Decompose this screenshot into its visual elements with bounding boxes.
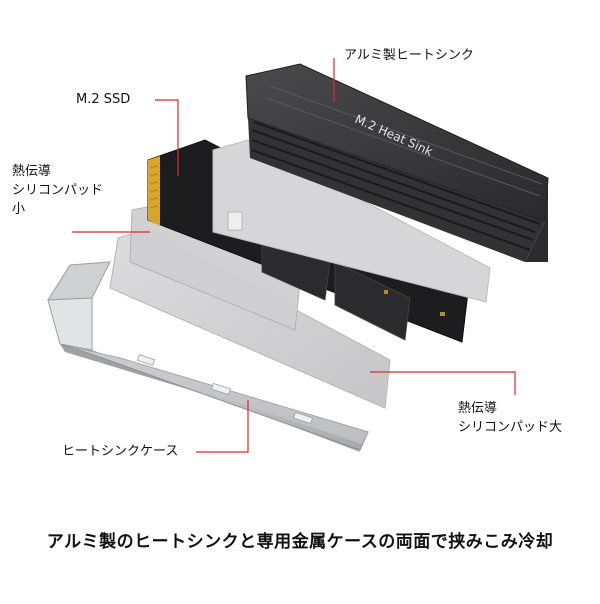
label-pad-small-line1: 熱伝導: [12, 164, 52, 179]
label-pad-large: 熱伝導 シリコンパッド大: [458, 399, 562, 437]
leader-lines: [72, 58, 516, 453]
heatsink-case: [47, 261, 369, 452]
label-ssd: M.2 SSD: [76, 92, 131, 107]
leader-ssd: [155, 99, 179, 176]
label-pad-small-line3: 小: [12, 202, 26, 217]
label-case: ヒートシンクケース: [62, 444, 179, 459]
label-pad-small: 熱伝導 シリコンパッド 小: [12, 162, 103, 219]
label-pad-large-line1: 熱伝導: [458, 401, 498, 416]
caption: アルミ製のヒートシンクと専用金属ケースの両面で挟みこみ冷却: [46, 532, 554, 552]
aluminum-heatsink: M.2 Heat Sink: [245, 63, 549, 262]
leader-case: [196, 400, 249, 453]
ssd-label-sticker: [227, 211, 243, 231]
label-pad-large-line2: シリコンパッド大: [458, 420, 563, 435]
thermal-pad-upper: [212, 139, 491, 303]
label-heatsink: アルミ製ヒートシンク: [344, 48, 474, 63]
leader-pad-large: [370, 371, 516, 395]
label-pad-small-line2: シリコンパッド: [12, 183, 104, 198]
